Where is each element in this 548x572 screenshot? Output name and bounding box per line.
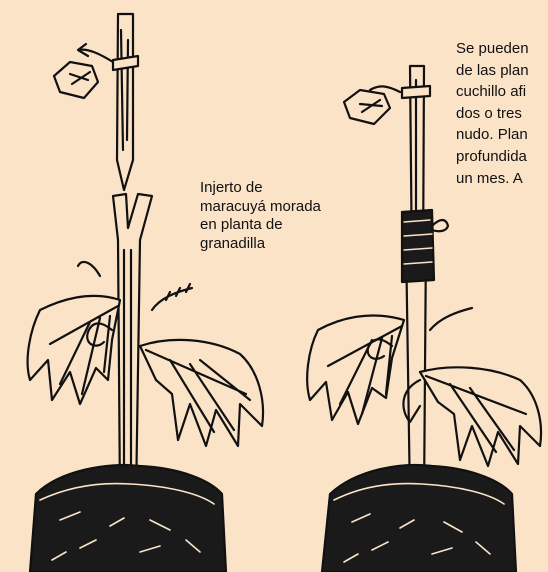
grafted-stem xyxy=(400,208,450,502)
caption-line: en planta de xyxy=(200,216,283,233)
caption-line: maracuyá morada xyxy=(200,197,321,215)
grafted-plant-leaves xyxy=(306,306,543,468)
caption-line: Injerto de xyxy=(200,179,263,196)
soil-bag-right xyxy=(320,463,518,572)
body-text-line: un mes. A xyxy=(456,169,523,187)
body-text-line: Se pueden xyxy=(456,40,529,57)
graft-caption: Injerto de maracuyá morada en planta de … xyxy=(200,179,321,253)
caption-line: granadilla xyxy=(200,234,266,252)
body-text-line: profundida xyxy=(456,147,527,165)
body-text-column: Se pueden de las plan cuchillo afi dos o… xyxy=(456,38,548,189)
rootstock-stem xyxy=(111,192,154,502)
body-text-line: de las plan xyxy=(456,61,529,79)
rootstock-leaves xyxy=(26,260,265,448)
soil-bag-left xyxy=(28,463,228,572)
body-text-line: nudo. Plan xyxy=(456,126,528,144)
body-text-line: dos o tres xyxy=(456,104,522,122)
body-text-line: cuchillo afi xyxy=(456,83,527,101)
scion-cutting xyxy=(52,12,140,192)
